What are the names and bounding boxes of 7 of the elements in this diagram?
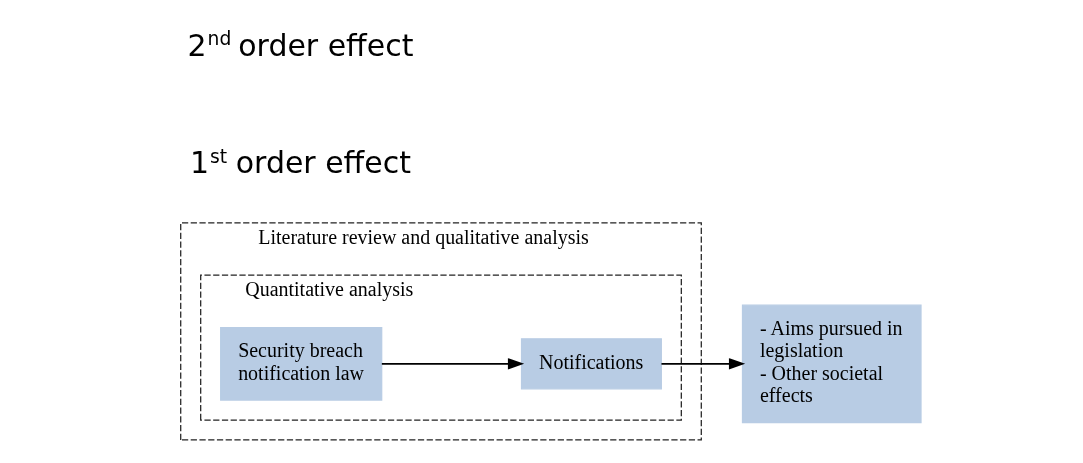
node-box: Security breach notification law bbox=[220, 327, 383, 401]
arrow bbox=[660, 358, 746, 370]
label: 1$^{st}$ order effect bbox=[190, 145, 411, 181]
node-box: - Aims pursued in legislation - Other societal effects bbox=[741, 304, 922, 424]
node-box: Notifications bbox=[520, 338, 662, 390]
label: 2$^{nd}$ order effect bbox=[187, 27, 414, 63]
arrow bbox=[380, 358, 525, 370]
